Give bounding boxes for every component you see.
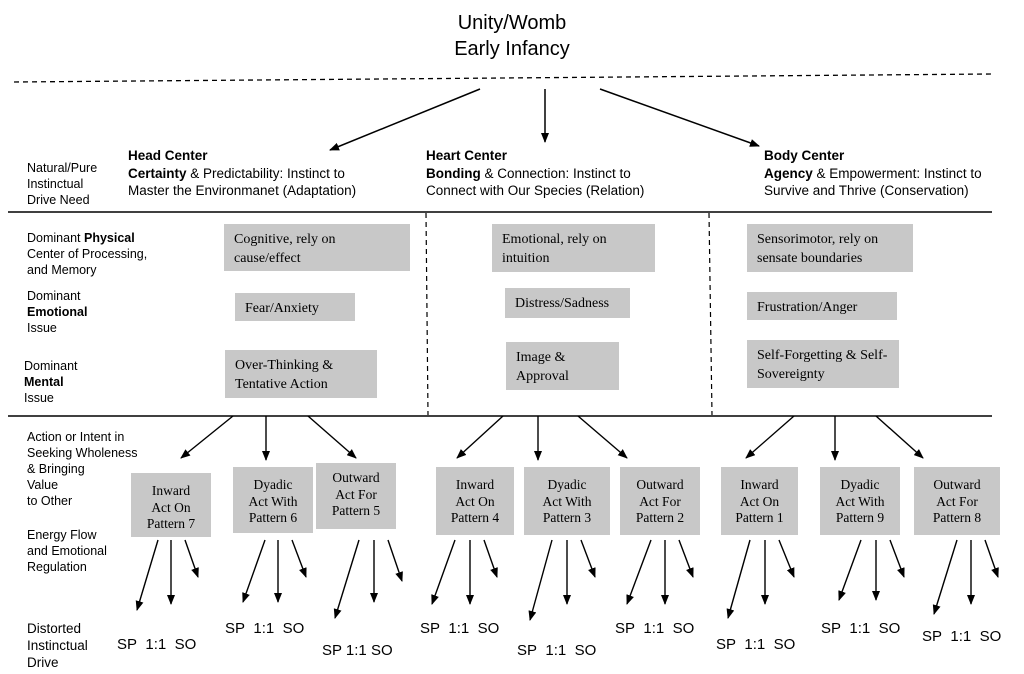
arrow-head-inward xyxy=(180,415,234,459)
drive-labels-pattern-6: SP 1:1 SO xyxy=(225,620,305,637)
arrow-p4-sp xyxy=(431,539,456,605)
drive-labels-pattern-4: SP 1:1 SO xyxy=(420,620,500,637)
arrow-p4-so xyxy=(483,539,498,578)
row-label-energy: Energy Flow and Emotional Regulation xyxy=(27,528,107,574)
arrow-p5-so xyxy=(387,539,403,582)
arrow-p3-so xyxy=(580,539,596,578)
arrow-p8-sp xyxy=(932,539,958,615)
heart-center-heading: Heart Center Bonding & Connection: Insti… xyxy=(426,148,645,198)
arrow-p6-so xyxy=(291,539,307,578)
drive-labels-pattern-5: SP 1:1 SO xyxy=(322,642,393,659)
row-label-emotional: Dominant Emotional Issue xyxy=(27,289,88,335)
arrow-heart-outward xyxy=(577,415,628,459)
drive-labels-pattern-7: SP 1:1 SO xyxy=(117,636,197,653)
arrow-p1-sp xyxy=(726,539,751,619)
column-divider-1 xyxy=(425,212,429,416)
arrow-heart-inward xyxy=(456,415,504,459)
top-dashed-divider xyxy=(13,73,993,83)
arrow-p9-sp xyxy=(838,539,862,601)
arrow-p8-so xyxy=(984,539,999,578)
row-label-action: Action or Intent in Seeking Wholeness & … xyxy=(27,430,138,508)
row-label-drive-need: Natural/Pure Instinctual Drive Need xyxy=(27,161,98,207)
arrow-p2-sp xyxy=(626,539,652,605)
arrow-p9-so xyxy=(889,539,905,578)
body-center-heading: Body Center Agency & Empowerment: Instin… xyxy=(764,148,982,198)
row-label-mental: Dominant Mental Issue xyxy=(24,359,78,405)
body-mental-box: Self-Forgetting & Self-Sovereignty xyxy=(747,340,899,388)
arrow-p3-sp xyxy=(528,539,553,621)
arrow-p7-sp xyxy=(135,539,159,611)
head-physical-box: Cognitive, rely on cause/effect xyxy=(224,224,410,271)
arrow-p5-sp xyxy=(333,539,360,619)
diagram-title-line-1: Unity/Womb xyxy=(457,12,567,34)
row-label-physical: Dominant Physical Center of Processing, … xyxy=(27,231,148,277)
arrow-head-outward xyxy=(307,415,357,459)
heart-mental-box: Image & Approval xyxy=(506,342,619,390)
body-emotional-box: Frustration/Anger xyxy=(747,292,897,320)
body-physical-box: Sensorimotor, rely on sensate boundaries xyxy=(747,224,913,272)
drive-labels-pattern-8: SP 1:1 SO xyxy=(922,628,1002,645)
row-label-distorted-drive: Distorted Instinctual Drive xyxy=(27,621,88,670)
head-mental-box: Over-Thinking & Tentative Action xyxy=(225,350,377,398)
arrow-p2-so xyxy=(678,539,694,578)
arrow-to-body-center xyxy=(599,88,760,147)
arrow-p7-so xyxy=(184,539,199,578)
drive-labels-pattern-9: SP 1:1 SO xyxy=(821,620,901,637)
head-emotional-box: Fear/Anxiety xyxy=(235,293,355,321)
arrow-p6-sp xyxy=(242,539,266,603)
drive-labels-pattern-2: SP 1:1 SO xyxy=(615,620,695,637)
head-center-heading: Head Center Certainty & Predictability: … xyxy=(128,148,357,198)
arrow-to-head-center xyxy=(329,88,481,151)
heart-physical-box: Emotional, rely on intuition xyxy=(492,224,655,272)
diagram-title-line-2: Early Infancy xyxy=(454,38,570,60)
arrow-p1-so xyxy=(778,539,795,578)
drive-labels-pattern-1: SP 1:1 SO xyxy=(716,636,796,653)
drive-labels-pattern-3: SP 1:1 SO xyxy=(517,642,597,659)
column-divider-2 xyxy=(708,212,713,416)
arrow-body-outward xyxy=(875,415,924,459)
arrow-body-inward xyxy=(745,415,795,459)
heart-emotional-box: Distress/Sadness xyxy=(505,288,630,318)
